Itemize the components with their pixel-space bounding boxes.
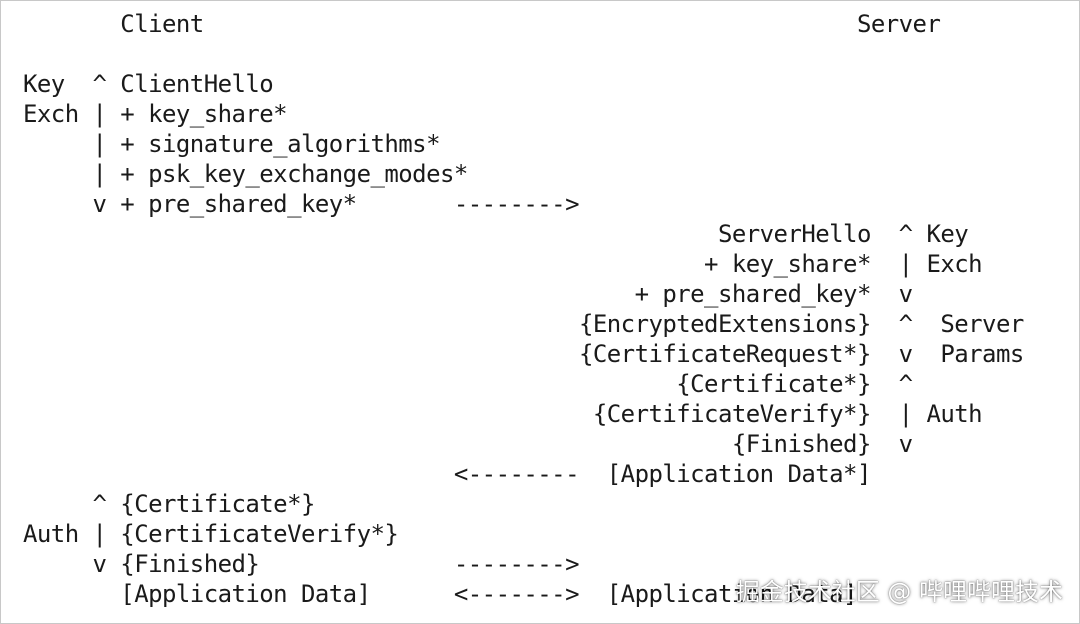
watermark-text: 掘金技术社区 @ 哔哩哔哩技术 bbox=[735, 578, 1063, 606]
diagram-line-server-hello: ServerHello ^ Key bbox=[23, 220, 969, 248]
diagram-line-blank bbox=[23, 39, 1024, 69]
diagram-line-client-certificate: ^ {Certificate*} bbox=[23, 490, 315, 518]
diagram-line-client-key-share: Exch | + key_share* bbox=[23, 100, 288, 128]
diagram-line-signature-algorithms: | + signature_algorithms* bbox=[23, 130, 440, 158]
diagram-line-server-finished: {Finished} v bbox=[23, 430, 913, 458]
diagram-line-client-finished: v {Finished} --------> bbox=[23, 550, 579, 578]
diagram-line-client-hello: Key ^ ClientHello bbox=[23, 70, 274, 98]
diagram-line-client-certificate-verify: Auth | {CertificateVerify*} bbox=[23, 520, 399, 548]
diagram-line-server-certificate-verify: {CertificateVerify*} | Auth bbox=[23, 400, 983, 428]
diagram-line-certificate-request: {CertificateRequest*} v Params bbox=[23, 340, 1024, 368]
diagram-line-header: Client Server bbox=[23, 10, 941, 38]
diagram-line-encrypted-extensions: {EncryptedExtensions} ^ Server bbox=[23, 310, 1024, 338]
diagram-line-server-psk: + pre_shared_key* v bbox=[23, 280, 914, 308]
diagram-line-psk-modes: | + psk_key_exchange_modes* bbox=[23, 160, 468, 188]
diagram-line-client-psk: v + pre_shared_key* --------> bbox=[23, 190, 579, 218]
diagram-line-server-app-data: <-------- [Application Data*] bbox=[23, 460, 872, 488]
diagram-line-server-key-share: + key_share* | Exch bbox=[23, 250, 983, 278]
diagram-line-app-data-exchange: [Application Data] <-------> [Applicatio… bbox=[23, 580, 857, 608]
diagram-line-server-certificate: {Certificate*} ^ bbox=[23, 370, 913, 398]
